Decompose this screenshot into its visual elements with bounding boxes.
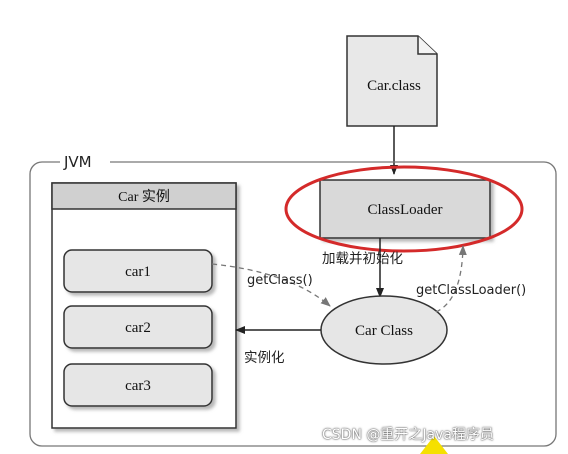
- panel-header: [51, 182, 237, 210]
- list-item: car2: [63, 305, 213, 349]
- car-class-label: Car Class: [355, 323, 413, 339]
- instance-label: car2: [125, 320, 151, 336]
- classloader-node: ClassLoader: [319, 179, 491, 239]
- car-class-file: Car.class: [346, 35, 438, 127]
- instantiate-label: 实例化: [244, 350, 285, 366]
- getclass-label: getClass(): [247, 273, 313, 288]
- instance-label: car3: [125, 378, 151, 394]
- car-instances-panel: Car 实例 car1 car2 car3: [51, 182, 237, 429]
- car-class-node: Car Class: [320, 295, 448, 365]
- list-item: car3: [63, 363, 213, 407]
- jvm-label: JVM: [63, 153, 92, 171]
- classloader-label: ClassLoader: [368, 202, 443, 218]
- getclassloader-label: getClassLoader(): [416, 283, 526, 298]
- panel-title: Car 实例: [118, 189, 170, 205]
- list-item: car1: [63, 249, 213, 293]
- arrow-getclassloader: [435, 245, 467, 313]
- instance-label: car1: [125, 264, 151, 280]
- file-icon: [346, 35, 438, 127]
- file-label: Car.class: [367, 78, 421, 94]
- watermark: CSDN @重开之Java程序员: [322, 427, 494, 443]
- file-corner-fold: [417, 36, 437, 55]
- jvm-boundary: [29, 161, 557, 447]
- highlight-ellipse: [284, 165, 524, 253]
- yellow-marker: [420, 436, 448, 454]
- load-init-label: 加载并初始化: [322, 250, 403, 267]
